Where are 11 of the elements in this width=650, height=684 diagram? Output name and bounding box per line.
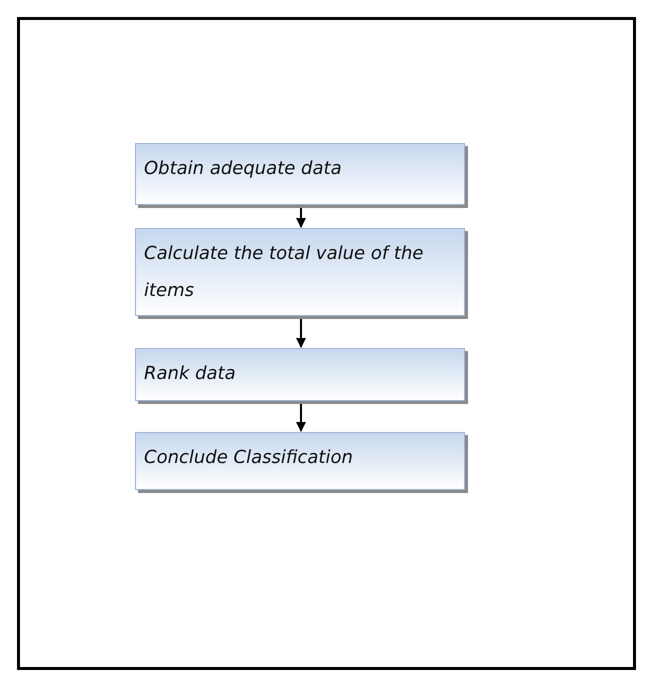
process-box — [135, 228, 465, 316]
arrow — [296, 317, 306, 348]
process-box — [135, 432, 465, 490]
step-text: Obtain adequate data — [144, 157, 343, 181]
arrow — [296, 206, 306, 228]
arrow — [296, 402, 306, 432]
step-text: Rank data — [144, 362, 237, 386]
process-box — [135, 143, 465, 205]
process-box — [135, 348, 465, 401]
step-text: Calculate the total value of the items — [144, 242, 424, 303]
step-text: Conclude Classification — [144, 446, 354, 470]
